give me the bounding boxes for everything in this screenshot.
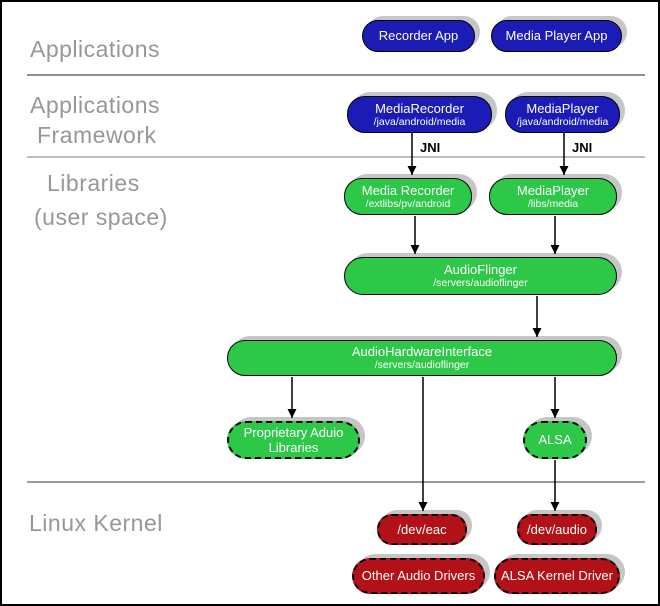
node-audio-flinger-path: /servers/audioflinger: [433, 277, 528, 290]
node-media-recorder-lib-title: Media Recorder: [361, 182, 455, 198]
node-dev-eac: /dev/eac: [377, 514, 467, 545]
node-media-recorder-framework-title: MediaRecorder: [375, 100, 464, 116]
node-audio-hardware-interface: AudioHardwareInterface /servers/audiofli…: [227, 340, 617, 376]
layer-label-kernel: Linux Kernel: [29, 510, 163, 536]
node-alsa-kernel-driver: ALSA Kernel Driver: [494, 558, 620, 594]
node-media-recorder-lib-path: /extlibs/pv/android: [365, 197, 451, 210]
node-proprietary-audio-libraries-line2: Libraries: [268, 440, 319, 455]
layer-label-libraries-line2: (user space): [34, 204, 168, 230]
node-proprietary-audio-libraries: Proprietary Aduio Libraries: [227, 421, 360, 459]
node-media-player-framework-title: MediaPlayer: [526, 100, 599, 116]
node-audio-flinger-title: AudioFlinger: [444, 262, 517, 278]
node-media-player-app: Media Player App: [491, 20, 622, 52]
layer-label-framework-line2: Framework: [37, 122, 157, 148]
node-dev-audio: /dev/audio: [517, 514, 597, 545]
divider-applications-framework: [27, 74, 645, 76]
divider-libraries-kernel: [27, 481, 645, 483]
node-audio-hardware-interface-path: /servers/audioflinger: [374, 359, 470, 372]
node-dev-audio-title: /dev/audio: [527, 521, 587, 537]
layer-label-libraries-line1: Libraries: [47, 170, 140, 196]
node-media-player-lib: MediaPlayer /libs/media: [489, 178, 617, 215]
node-recorder-app-title: Recorder App: [378, 28, 459, 44]
node-media-recorder-framework: MediaRecorder /java/android/media: [347, 96, 492, 133]
node-alsa-kernel-driver-title: ALSA Kernel Driver: [501, 568, 613, 584]
node-media-player-lib-title: MediaPlayer: [516, 182, 590, 198]
node-media-player-lib-path: /libs/media: [527, 197, 579, 210]
layer-label-applications: Applications: [30, 36, 161, 62]
node-other-audio-drivers-title: Other Audio Drivers: [361, 568, 476, 584]
jni-label-recorder: JNI: [420, 140, 441, 155]
layer-label-libraries: Libraries (user space): [34, 166, 168, 234]
node-dev-eac-title: /dev/eac: [397, 521, 447, 537]
divider-framework-libraries: [27, 156, 645, 158]
node-media-player-framework-path: /java/android/media: [516, 115, 609, 128]
node-alsa: ALSA: [523, 421, 587, 459]
node-media-player-app-title: Media Player App: [505, 28, 608, 44]
node-audio-hardware-interface-title: AudioHardwareInterface: [351, 344, 493, 360]
node-recorder-app: Recorder App: [362, 20, 475, 52]
layer-label-framework: Applications Framework: [30, 90, 160, 150]
node-media-player-framework: MediaPlayer /java/android/media: [505, 96, 620, 133]
node-alsa-title: ALSA: [538, 432, 572, 448]
node-other-audio-drivers: Other Audio Drivers: [352, 558, 485, 594]
layer-label-framework-line1: Applications: [30, 92, 161, 118]
node-proprietary-audio-libraries-line1: Proprietary Aduio: [243, 424, 344, 440]
node-audio-flinger: AudioFlinger /servers/audioflinger: [344, 257, 617, 295]
node-media-recorder-framework-path: /java/android/media: [373, 115, 466, 128]
jni-label-player: JNI: [572, 140, 593, 155]
node-media-recorder-lib: Media Recorder /extlibs/pv/android: [344, 178, 472, 215]
